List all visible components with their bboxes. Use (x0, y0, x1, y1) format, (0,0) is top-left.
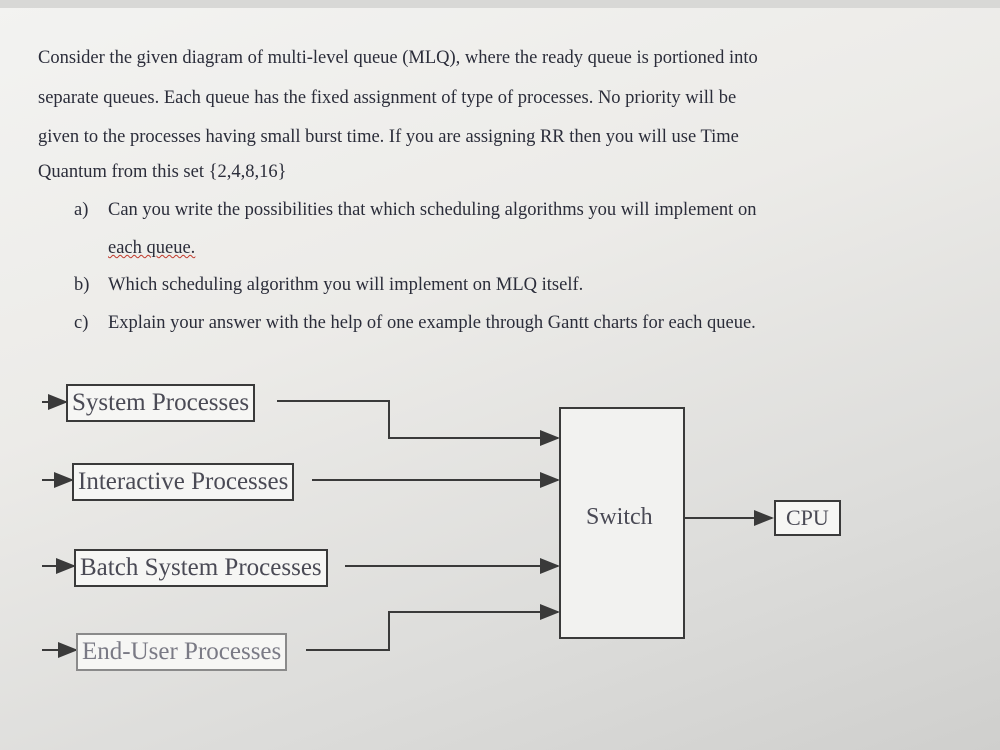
question-part-b: b) Which scheduling algorithm you will im… (74, 275, 583, 296)
queue-system-processes: System Processes (66, 384, 256, 422)
part-a-text: Can you write the possibilities that whi… (108, 200, 757, 220)
question-line-2: separate queues. Each queue has the fixe… (38, 88, 737, 108)
queue-end-user-processes: End-User Processes (76, 633, 288, 671)
question-part-c: c) Explain your answer with the help of o… (74, 313, 756, 334)
question-line-4: Quantum from this set {2,4,8,16} (38, 162, 287, 182)
part-b-text: Which scheduling algorithm you will impl… (108, 275, 584, 295)
system-to-switch-arrow (277, 400, 560, 446)
question-part-a-continued: each queue. (108, 238, 195, 259)
part-b-label: b) (74, 275, 90, 295)
part-a-text-2: each queue. (108, 238, 196, 258)
queue-interactive-processes: Interactive Processes (72, 463, 295, 501)
screen-top-edge (0, 0, 1000, 8)
cpu-box: CPU (774, 500, 841, 536)
question-part-a: a) Can you write the possibilities that w… (74, 200, 756, 221)
part-c-label: c) (74, 313, 89, 333)
part-c-text: Explain your answer with the help of one… (108, 313, 756, 333)
question-line-1: Consider the given diagram of multi-leve… (38, 48, 758, 68)
enduser-to-switch-arrow (306, 604, 560, 651)
queue-batch-system-processes: Batch System Processes (74, 549, 328, 587)
part-a-label: a) (74, 200, 89, 220)
switch-box (559, 407, 685, 639)
switch-label: Switch (586, 504, 653, 530)
question-line-3: given to the processes having small burs… (38, 127, 739, 147)
